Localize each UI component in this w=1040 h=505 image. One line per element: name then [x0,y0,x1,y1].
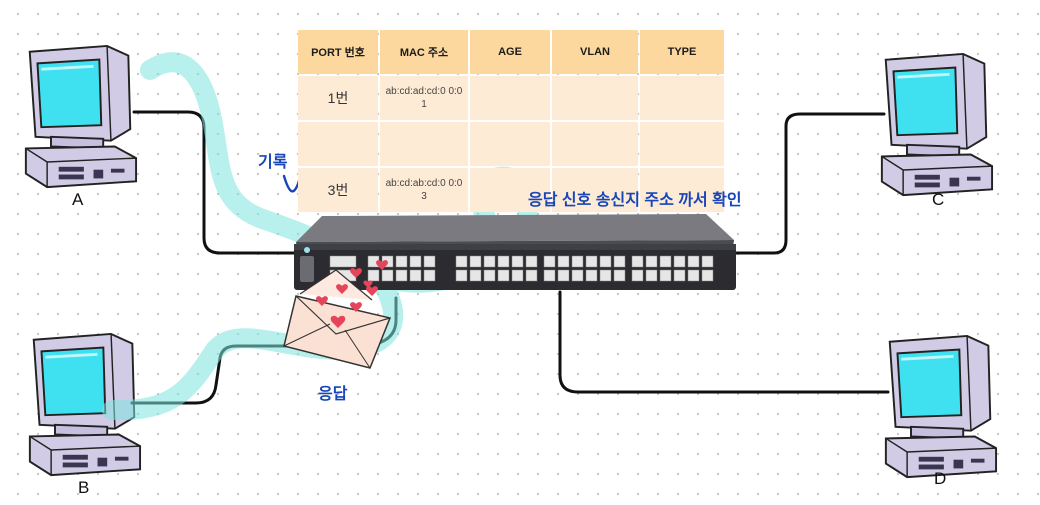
table-header: MAC 주소 [380,30,468,74]
table-cell-vlan [552,122,638,166]
switch-port [525,269,538,282]
table-cell-age [470,76,550,120]
table-cell-type [640,168,724,212]
switch-port [543,255,556,268]
table-cell-type [640,76,724,120]
switch-port [395,269,408,282]
switch-port [673,269,686,282]
switch-port [483,269,496,282]
response-annotation: 응답 [318,386,348,403]
table-cell-mac [380,122,468,166]
computer-icon[interactable] [884,334,998,479]
host-label-d: D [934,469,947,488]
switch-port [571,255,584,268]
switch-port [367,269,380,282]
switch-port [469,269,482,282]
switch-port [483,255,496,268]
table-header: TYPE [640,30,724,74]
switch-port [557,255,570,268]
switch-port [613,255,626,268]
table-cell-vlan [552,76,638,120]
switch-port [631,269,644,282]
switch-port [701,269,714,282]
table-cell-age [470,122,550,166]
table-cell-type [640,122,724,166]
computer-icon[interactable] [880,52,994,197]
switch-port [613,269,626,282]
table-cell-age [470,168,550,212]
host-label-c: C [932,190,945,209]
switch-port [543,269,556,282]
switch-port [659,255,672,268]
switch-port [455,255,468,268]
envelope-hearts-icon [283,260,392,369]
table-cell-vlan [552,168,638,212]
switch-port [631,255,644,268]
switch-port [557,269,570,282]
table-header: AGE [470,30,550,74]
table-cell-mac: ab:cd:ab:cd:0 0:03 [380,168,468,212]
table-cell-port: 3번 [298,168,378,212]
table-cell-port [298,122,378,166]
switch-port [469,255,482,268]
computer-icon[interactable] [24,44,138,189]
switch-port [659,269,672,282]
switch-port [511,255,524,268]
table-cell-mac: ab:cd:ad:cd:0 0:01 [380,76,468,120]
switch-port [701,255,714,268]
switch-port [423,269,436,282]
switch-port [687,255,700,268]
switch-port [645,255,658,268]
switch-port [423,255,436,268]
host-label-a: A [72,190,84,209]
switch-port [409,269,422,282]
record-annotation: 기록 [258,154,288,171]
switch-uplink-port [329,255,357,268]
table-cell-port: 1번 [298,76,378,120]
response-check-note: 응답 신호 송신지 주소 까서 확인 [528,192,742,209]
switch-port [645,269,658,282]
switch-port [599,255,612,268]
switch-port [525,255,538,268]
mac-address-table: PORT 번호 MAC 주소 AGE VLAN TYPE 1번 ab:cd:ad… [298,30,724,212]
switch-port [585,255,598,268]
switch-port [381,269,394,282]
switch-port [497,269,510,282]
switch-port [585,269,598,282]
switch-port [599,269,612,282]
network-switch-icon [294,214,736,290]
switch-port [511,269,524,282]
host-label-b: B [78,478,90,497]
switch-port [673,255,686,268]
switch-port [455,269,468,282]
switch-port [409,255,422,268]
switch-port [571,269,584,282]
table-header: VLAN [552,30,638,74]
switch-port [687,269,700,282]
table-header: PORT 번호 [298,30,378,74]
switch-port [497,255,510,268]
switch-port [395,255,408,268]
